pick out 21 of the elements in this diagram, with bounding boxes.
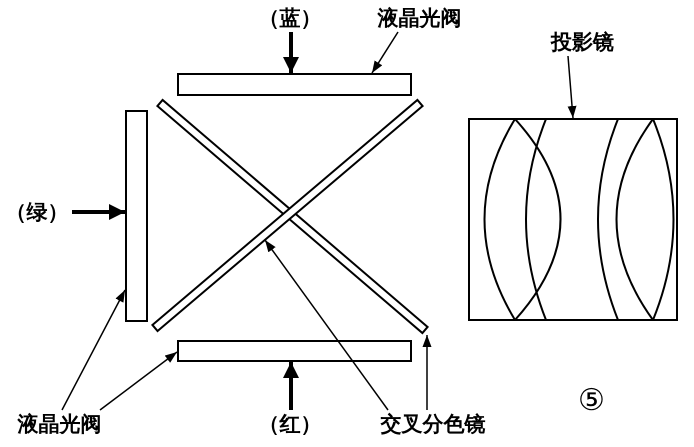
- callout-text: 投影镜: [535, 28, 630, 56]
- leader-line: [371, 32, 399, 74]
- leader-line: [61, 290, 126, 410]
- callout-text: 液晶光阀: [362, 4, 477, 32]
- callout-text: （红）: [255, 410, 325, 440]
- leader-line: [567, 56, 577, 118]
- light-valve-bar: [125, 110, 148, 322]
- leader-line: [100, 351, 178, 411]
- leader-line: [264, 240, 389, 410]
- figure-number: ⑤: [578, 384, 605, 418]
- light-direction-arrow: [72, 204, 125, 220]
- callout-text: 交叉分色镜: [358, 410, 508, 440]
- callout-text: 液晶光阀: [2, 410, 117, 440]
- leader-line: [422, 335, 432, 410]
- light-valve-bar: [177, 340, 412, 362]
- light-direction-arrow: [283, 32, 299, 73]
- light-valve-bar: [177, 73, 412, 96]
- callout-text: （蓝）: [255, 4, 325, 32]
- light-direction-arrow: [283, 362, 299, 410]
- projection-lens-drawing: [468, 118, 678, 321]
- callout-text: （绿）: [2, 198, 72, 226]
